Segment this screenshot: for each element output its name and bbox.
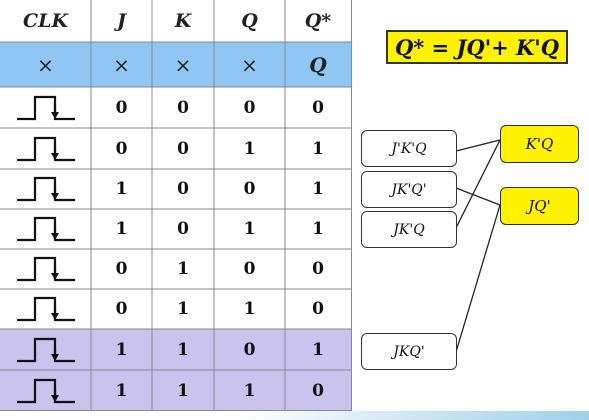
truth-table: CLK J K Q Q* × × × × Q 0 0 0 0 0 0 1 1 1 0 0 1 1 0 1 1 0… bbox=[0, 0, 352, 411]
header-j: J bbox=[117, 10, 126, 32]
slide-bottom-bar bbox=[0, 411, 589, 420]
table-cell-j: 0 bbox=[115, 299, 128, 319]
dont-care-k: × bbox=[174, 52, 192, 77]
header-q-next: Q* bbox=[304, 10, 332, 32]
dont-care-clk: × bbox=[37, 52, 54, 77]
table-cell-k: 0 bbox=[177, 219, 189, 239]
falling-edge-pulse-icon bbox=[0, 249, 91, 289]
table-cell-qn: 1 bbox=[312, 219, 324, 239]
header-clk: CLK bbox=[23, 10, 68, 32]
table-cell-k: 1 bbox=[177, 380, 189, 401]
table-cell-k: 0 bbox=[177, 179, 189, 199]
table-cell-j: 0 bbox=[115, 138, 128, 159]
table-cell-j: 1 bbox=[115, 380, 128, 401]
characteristic-equation: Q* = JQ'+ K'Q bbox=[386, 30, 568, 64]
table-cell-qn: 0 bbox=[312, 259, 324, 279]
table-cell-k: 0 bbox=[177, 97, 189, 118]
table-cell-j: 1 bbox=[115, 219, 128, 239]
table-cell-q: 1 bbox=[243, 138, 256, 159]
dont-care-q: × bbox=[241, 52, 258, 77]
table-cell-j: 0 bbox=[115, 259, 128, 279]
table-cell-q: 1 bbox=[243, 380, 256, 401]
header-k: K bbox=[174, 10, 192, 32]
minterm-box: JK'Q bbox=[361, 211, 457, 248]
falling-edge-pulse-icon bbox=[0, 128, 91, 169]
falling-edge-pulse-icon bbox=[0, 329, 91, 370]
dont-care-q-next: Q bbox=[309, 52, 327, 77]
minterm-box: J'K'Q bbox=[361, 130, 457, 167]
table-cell-j: 0 bbox=[115, 97, 128, 118]
table-cell-q: 1 bbox=[243, 219, 256, 239]
table-cell-k: 1 bbox=[177, 299, 189, 319]
table-cell-q: 0 bbox=[243, 259, 256, 279]
table-cell-q: 0 bbox=[243, 179, 256, 199]
table-cell-q: 1 bbox=[243, 299, 256, 319]
table-cell-q: 0 bbox=[243, 97, 256, 118]
table-cell-qn: 1 bbox=[312, 339, 324, 360]
table-cell-q: 0 bbox=[243, 339, 256, 360]
falling-edge-pulse-icon bbox=[0, 289, 91, 329]
falling-edge-pulse-icon bbox=[0, 209, 91, 249]
table-cell-j: 1 bbox=[115, 179, 128, 199]
simplified-term-box: JQ' bbox=[500, 187, 579, 225]
minterm-box: JKQ' bbox=[361, 333, 457, 370]
falling-edge-pulse-icon bbox=[0, 169, 91, 209]
table-cell-k: 1 bbox=[177, 259, 189, 279]
falling-edge-pulse-icon bbox=[0, 370, 91, 411]
table-cell-j: 1 bbox=[115, 339, 128, 360]
minterm-box: JK'Q' bbox=[361, 171, 457, 208]
table-cell-qn: 0 bbox=[312, 380, 324, 401]
table-cell-k: 1 bbox=[177, 339, 189, 360]
table-cell-qn: 1 bbox=[312, 138, 324, 159]
falling-edge-pulse-icon bbox=[0, 87, 91, 128]
header-q: Q bbox=[241, 10, 258, 32]
table-cell-qn: 0 bbox=[312, 97, 324, 118]
dont-care-j: × bbox=[113, 52, 130, 77]
table-cell-qn: 1 bbox=[312, 179, 324, 199]
table-cell-k: 0 bbox=[177, 138, 189, 159]
simplified-term-box: K'Q bbox=[500, 125, 579, 163]
table-grid bbox=[0, 0, 352, 411]
table-cell-qn: 0 bbox=[312, 299, 324, 319]
